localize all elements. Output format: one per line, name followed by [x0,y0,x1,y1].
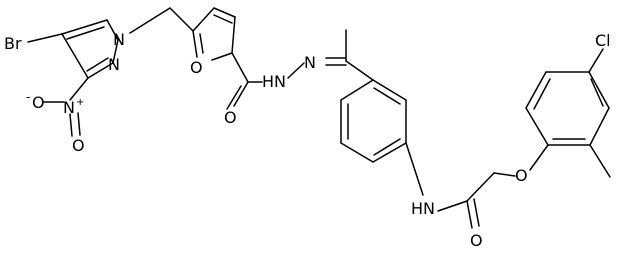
hydrazide-nh-label: HN [262,72,286,91]
bond [373,138,401,156]
bond [213,14,233,24]
bond [211,52,233,61]
bond [106,19,119,41]
bond [66,26,105,40]
bond [345,60,374,81]
bond [405,142,424,196]
bond [199,33,204,54]
bond [231,52,249,83]
bond [27,33,63,43]
bond [588,71,610,109]
bond-layer [27,7,611,229]
bond [533,78,551,110]
bond [226,85,242,110]
bond [372,79,407,101]
nitro-n-label: N [63,98,75,117]
bond [192,30,198,58]
nitro-o-label: O [72,136,85,155]
bond [340,79,374,101]
bond [588,48,604,73]
bond [590,78,604,107]
bond [233,81,249,107]
bond [340,142,374,163]
amide-nh-label: HN [411,199,435,218]
bond [466,200,473,229]
bond [525,71,547,109]
bond [287,62,305,79]
bond [473,198,480,227]
bond [373,87,401,105]
furan-o-label: O [190,58,203,77]
bond [589,107,610,146]
bond [129,7,171,34]
ether-o-label: O [515,166,528,185]
bond [61,19,108,35]
atom-layer: Br N N N + O - O O O HN N HN O O Cl [4,30,611,250]
bond [372,142,407,163]
bond [61,33,89,79]
bond [112,39,119,64]
bond [493,172,516,177]
pyrazole-n2-label: N [108,55,120,74]
nitro-o-minus-charge: - [26,90,30,104]
bond [213,7,236,18]
bond [466,172,495,202]
bond [87,62,114,79]
bond [589,144,611,178]
bond [169,7,194,32]
bond [69,113,73,137]
bond [437,200,468,212]
nitro-n-charge: + [76,97,84,108]
carbonyl-o2-label: O [470,231,483,250]
nitro-o-minus-label: O [32,93,45,112]
bond [192,7,215,32]
bond [69,77,89,101]
carbonyl-o1-label: O [224,108,237,127]
bond [231,16,236,54]
imine-n-label: N [304,53,316,72]
chlorine-label: Cl [595,31,611,50]
pyrazole-n1-label: N [113,30,125,49]
bond [529,144,549,171]
bond [525,107,549,146]
bromine-label: Br [4,34,22,53]
bond [86,57,109,72]
bond [77,112,81,136]
